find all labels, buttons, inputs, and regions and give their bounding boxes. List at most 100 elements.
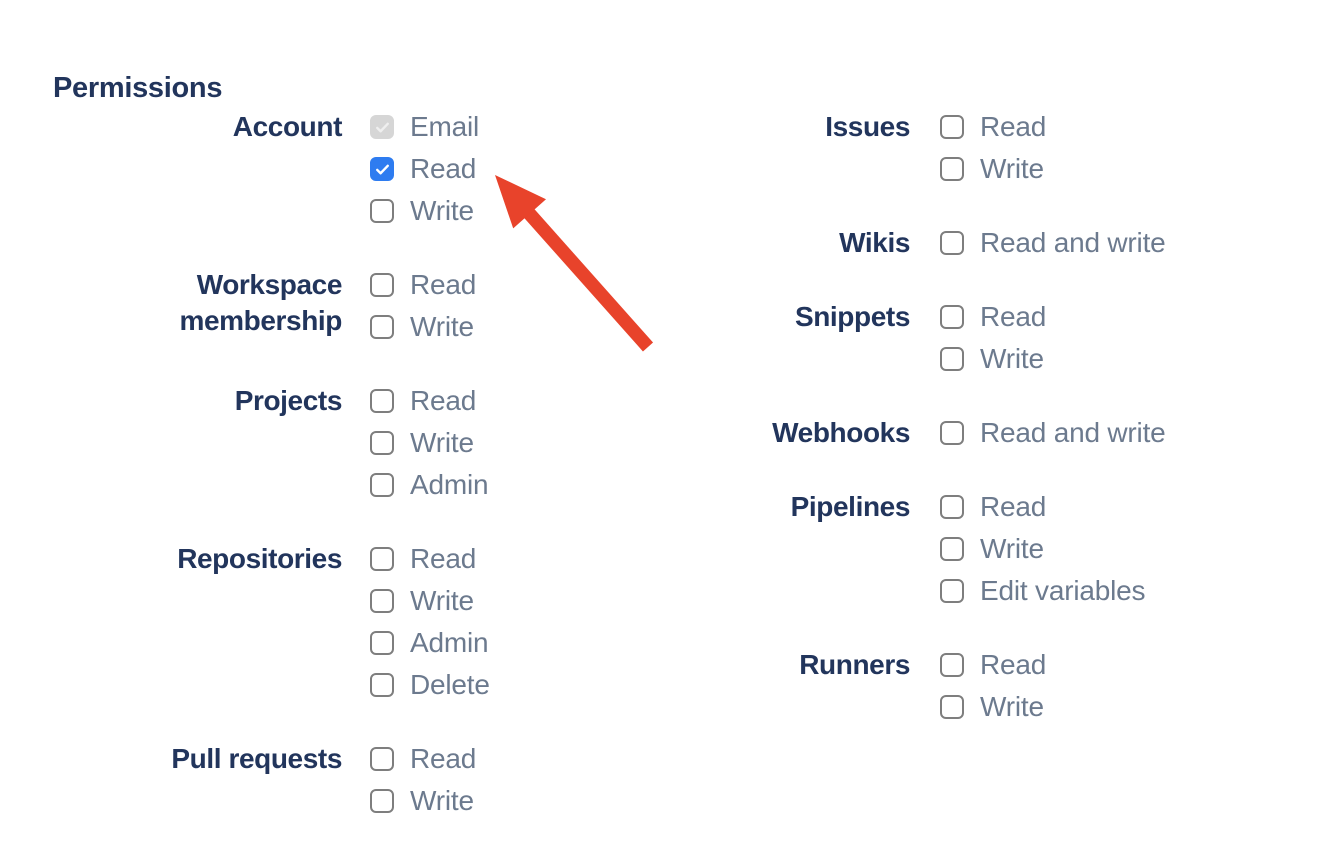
pipelines-edit-variables-checkbox[interactable] xyxy=(940,579,964,603)
account-write-checkbox[interactable] xyxy=(370,199,394,223)
permission-option-account-read[interactable]: Read xyxy=(370,148,479,190)
checkbox-label: Read xyxy=(980,649,1047,680)
checkbox-label: Read xyxy=(980,301,1047,332)
page-title: Permissions xyxy=(53,72,223,105)
checkbox-label: Read and write xyxy=(980,417,1166,448)
checkbox-label: Write xyxy=(980,343,1044,374)
permission-option-account-write[interactable]: Write xyxy=(370,190,479,232)
permission-option-runners-write[interactable]: Write xyxy=(940,686,1046,728)
permission-group-label: Projects xyxy=(234,385,343,416)
repositories-write-checkbox[interactable] xyxy=(370,589,394,613)
permission-group-pipelines: Pipelines Read Write Edit variables xyxy=(670,486,1322,612)
checkbox-label: Read xyxy=(410,269,477,300)
permission-group-account: Account Email Read Write xyxy=(53,106,670,232)
permission-option-repositories-write[interactable]: Write xyxy=(370,580,490,622)
permission-group-runners: Runners Read Write xyxy=(670,644,1322,728)
permission-group-issues: Issues Read Write xyxy=(670,106,1322,190)
issues-write-checkbox[interactable] xyxy=(940,157,964,181)
workspace-membership-write-checkbox[interactable] xyxy=(370,315,394,339)
repositories-delete-checkbox[interactable] xyxy=(370,673,394,697)
pull-requests-read-checkbox[interactable] xyxy=(370,747,394,771)
account-read-checkbox[interactable] xyxy=(370,157,394,181)
checkbox-label: Read xyxy=(410,543,477,574)
permissions-right-column: Issues Read Write Wikis Read and write S… xyxy=(670,106,1322,728)
permission-option-projects-write[interactable]: Write xyxy=(370,422,488,464)
checkbox-label: Read xyxy=(410,153,477,184)
permission-options: Read and write xyxy=(940,412,1166,454)
permission-option-repositories-admin[interactable]: Admin xyxy=(370,622,490,664)
permission-option-pull-requests-write[interactable]: Write xyxy=(370,780,476,822)
issues-read-checkbox[interactable] xyxy=(940,115,964,139)
permission-options: Read Write Admin Delete xyxy=(370,538,490,706)
workspace-membership-read-checkbox[interactable] xyxy=(370,273,394,297)
permission-option-workspace-membership-read[interactable]: Read xyxy=(370,264,476,306)
checkbox-label: Delete xyxy=(410,669,490,700)
permission-group-wikis: Wikis Read and write xyxy=(670,222,1322,264)
checkbox-label: Admin xyxy=(410,627,489,658)
permission-option-projects-read[interactable]: Read xyxy=(370,380,488,422)
permission-option-pull-requests-read[interactable]: Read xyxy=(370,738,476,780)
permission-options: Read Write xyxy=(940,106,1046,190)
permission-group-label: Workspace membership xyxy=(179,269,343,336)
permission-option-webhooks-read-and-write[interactable]: Read and write xyxy=(940,412,1166,454)
permissions-form: Account Email Read Write Workspace membe… xyxy=(0,106,1322,822)
permission-group-label: Issues xyxy=(825,111,910,142)
permission-option-workspace-membership-write[interactable]: Write xyxy=(370,306,476,348)
permission-option-projects-admin[interactable]: Admin xyxy=(370,464,489,506)
permission-option-pipelines-write[interactable]: Write xyxy=(940,528,1145,570)
permission-option-repositories-delete[interactable]: Delete xyxy=(370,664,490,706)
checkbox-label: Edit variables xyxy=(980,575,1146,606)
permissions-left-column: Account Email Read Write Workspace membe… xyxy=(0,106,670,822)
permission-option-pipelines-read[interactable]: Read xyxy=(940,486,1145,528)
permission-option-issues-write[interactable]: Write xyxy=(940,148,1046,190)
permission-group-label: Repositories xyxy=(177,543,342,574)
checkbox-label: Write xyxy=(410,427,474,458)
permission-option-wikis-read-and-write[interactable]: Read and write xyxy=(940,222,1166,264)
checkbox-label: Write xyxy=(980,691,1044,722)
pipelines-write-checkbox[interactable] xyxy=(940,537,964,561)
account-email-checkbox xyxy=(370,115,394,139)
projects-write-checkbox[interactable] xyxy=(370,431,394,455)
wikis-read-and-write-checkbox[interactable] xyxy=(940,231,964,255)
permission-option-pipelines-edit-variables[interactable]: Edit variables xyxy=(940,570,1145,612)
runners-read-checkbox[interactable] xyxy=(940,653,964,677)
checkbox-label: Read xyxy=(980,111,1047,142)
permission-group-label: Account xyxy=(232,111,343,142)
repositories-read-checkbox[interactable] xyxy=(370,547,394,571)
permission-option-account-email: Email xyxy=(370,106,479,148)
checkbox-label: Read xyxy=(410,743,477,774)
permission-option-repositories-read[interactable]: Read xyxy=(370,538,490,580)
permission-options: Read Write xyxy=(940,296,1046,380)
repositories-admin-checkbox[interactable] xyxy=(370,631,394,655)
runners-write-checkbox[interactable] xyxy=(940,695,964,719)
permission-group-webhooks: Webhooks Read and write xyxy=(670,412,1322,454)
permission-group-pull-requests: Pull requests Read Write xyxy=(53,738,670,822)
checkbox-label: Write xyxy=(410,195,474,226)
checkbox-label: Read xyxy=(410,385,477,416)
snippets-write-checkbox[interactable] xyxy=(940,347,964,371)
projects-read-checkbox[interactable] xyxy=(370,389,394,413)
permission-option-snippets-read[interactable]: Read xyxy=(940,296,1046,338)
permission-group-snippets: Snippets Read Write xyxy=(670,296,1322,380)
permission-option-snippets-write[interactable]: Write xyxy=(940,338,1046,380)
permission-options: Read Write xyxy=(370,264,476,348)
projects-admin-checkbox[interactable] xyxy=(370,473,394,497)
pipelines-read-checkbox[interactable] xyxy=(940,495,964,519)
checkbox-label: Write xyxy=(980,533,1044,564)
pull-requests-write-checkbox[interactable] xyxy=(370,789,394,813)
checkbox-label: Write xyxy=(980,153,1044,184)
webhooks-read-and-write-checkbox[interactable] xyxy=(940,421,964,445)
snippets-read-checkbox[interactable] xyxy=(940,305,964,329)
checkbox-label: Write xyxy=(410,585,474,616)
permission-options: Read Write xyxy=(940,644,1046,728)
permission-options: Read Write Edit variables xyxy=(940,486,1145,612)
permission-option-runners-read[interactable]: Read xyxy=(940,644,1046,686)
permission-option-issues-read[interactable]: Read xyxy=(940,106,1046,148)
checkbox-label: Write xyxy=(410,311,474,342)
permission-options: Email Read Write xyxy=(370,106,479,232)
checkbox-label: Admin xyxy=(410,469,489,500)
checkbox-label: Write xyxy=(410,785,474,816)
permission-group-projects: Projects Read Write Admin xyxy=(53,380,670,506)
checkbox-label: Read and write xyxy=(980,227,1166,258)
permission-options: Read Write Admin xyxy=(370,380,489,506)
